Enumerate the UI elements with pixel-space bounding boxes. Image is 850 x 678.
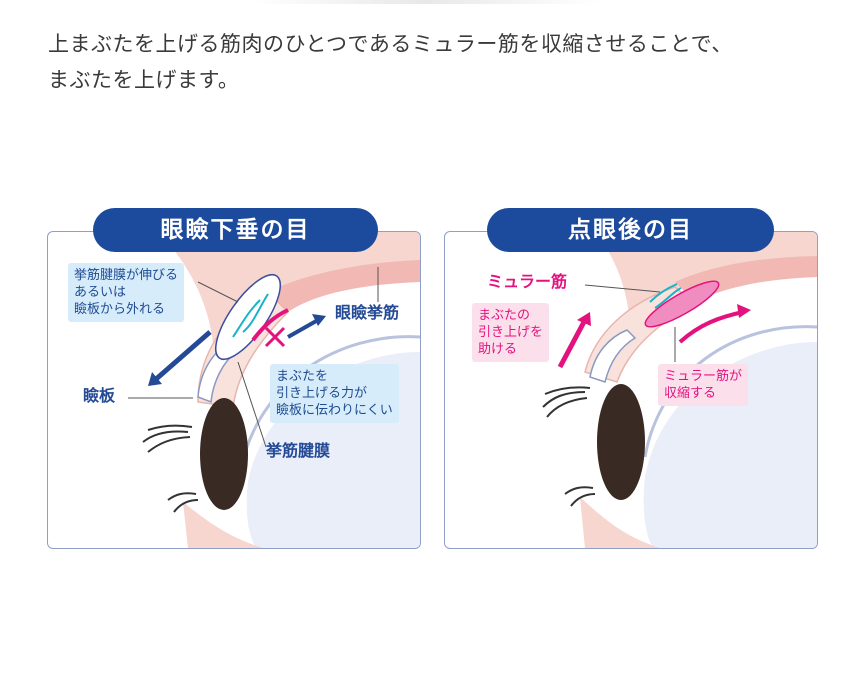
note-line: 引き上げを — [478, 324, 543, 341]
intro-line-1: 上まぶたを上げる筋肉のひとつであるミュラー筋を収縮させることで、 — [48, 26, 828, 62]
ptosis-note-aponeurosis: 挙筋腱膜が伸びる あるいは 瞼板から外れる — [68, 263, 184, 322]
lower-lashes — [565, 487, 595, 506]
note-line: 引き上げる力が — [276, 385, 393, 402]
iris — [597, 384, 645, 500]
label-levator-muscle: 眼瞼挙筋 — [335, 303, 399, 322]
note-line: 瞼板から外れる — [74, 301, 178, 318]
contract-arrow — [680, 312, 743, 342]
note-line: 挙筋腱膜が伸びる — [74, 267, 178, 284]
contract-arrowhead — [737, 304, 751, 318]
after-note-contract: ミュラー筋が 収縮する — [658, 364, 748, 406]
intro-line-2: まぶたを上げます。 — [48, 62, 828, 98]
note-line: あるいは — [74, 284, 178, 301]
label-tarsus: 瞼板 — [83, 386, 115, 405]
note-line: 瞼板に伝わりにくい — [276, 402, 393, 419]
label-muller-muscle: ミュラー筋 — [487, 272, 567, 291]
blocked-cross — [266, 328, 284, 346]
note-line: まぶたの — [478, 307, 543, 324]
after-eyedrop-title: 点眼後の目 — [487, 208, 774, 252]
ptosis-note-force: まぶたを 引き上げる力が 瞼板に伝わりにくい — [270, 364, 399, 423]
upper-lashes — [143, 426, 192, 452]
iris — [200, 398, 248, 510]
note-line: 収縮する — [664, 385, 742, 402]
lower-lashes — [168, 493, 198, 512]
note-line: まぶたを — [276, 368, 393, 385]
after-note-help-lift: まぶたの 引き上げを 助ける — [472, 303, 549, 362]
ptosis-title: 眼瞼下垂の目 — [93, 208, 378, 252]
up-arrow — [560, 320, 585, 367]
upper-lashes — [543, 387, 590, 417]
right-arrow — [288, 320, 318, 337]
top-divider — [250, 0, 600, 4]
note-line: ミュラー筋が — [664, 368, 742, 385]
label-aponeurosis: 挙筋腱膜 — [266, 441, 330, 460]
intro-text: 上まぶたを上げる筋肉のひとつであるミュラー筋を収縮させることで、 まぶたを上げま… — [48, 26, 828, 98]
note-line: 助ける — [478, 341, 543, 358]
